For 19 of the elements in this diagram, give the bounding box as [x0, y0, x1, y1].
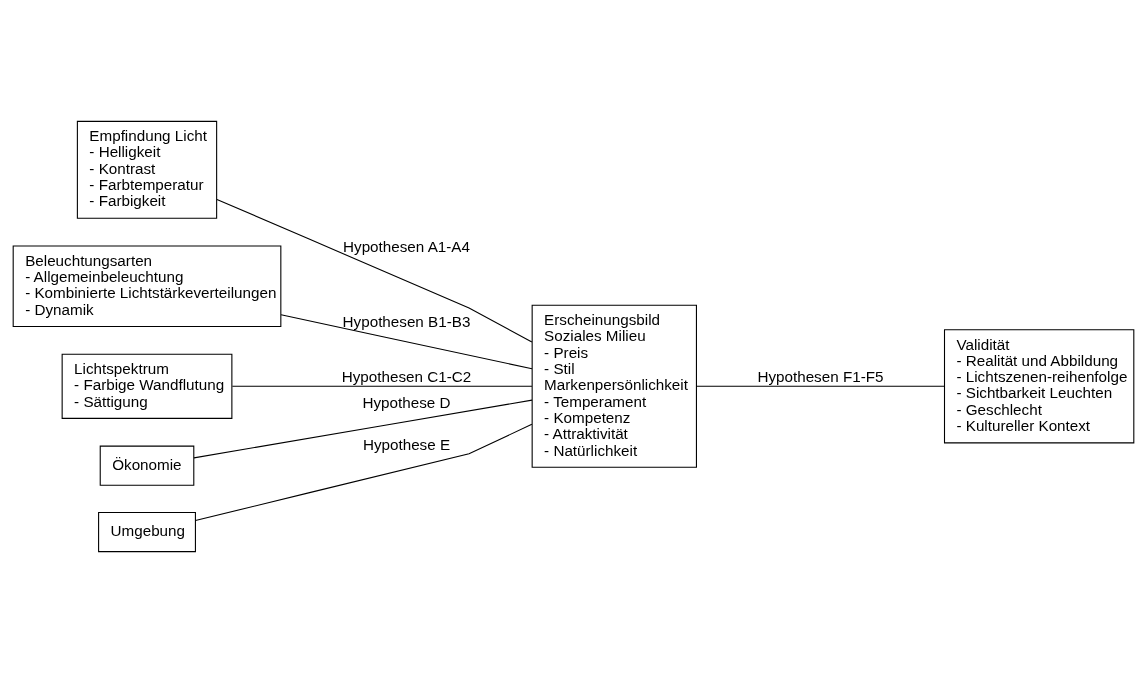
node-box: Erscheinungsbild Soziales Milieu - Preis - Stil Markenpersönlichkeit - Temperament - Kompetenz - Attraktivität - Natürlichkeit: [531, 304, 697, 468]
edge-label: Hypothese D: [362, 394, 451, 412]
node-box: Umgebung: [98, 511, 196, 553]
edge-label: Hypothesen B1-B3: [342, 312, 471, 330]
connector: [194, 423, 533, 522]
connector: [280, 314, 533, 370]
node-box: Empfindung Licht - Helligkeit - Kontrast - Farbtemperatur - Farbigkeit: [76, 120, 218, 219]
node-box: Beleuchtungsarten - Allgemeinbeleuchtung - Kombinierte Lichtstärkeverteilungen - Dynamik: [12, 245, 282, 327]
edge-label: Hypothesen F1-F5: [757, 368, 884, 386]
edge-label: Hypothesen C1-C2: [341, 368, 472, 386]
node-box: Validität - Realität und Abbildung - Lichtszenen-reihenfolge - Sichtbarkeit Leuchten - Geschlecht - Kultureller Kontext: [943, 329, 1135, 444]
connector: [193, 399, 533, 459]
connector: [231, 385, 533, 387]
edge-label: Hypothesen A1-A4: [343, 237, 470, 255]
edge-label: Hypothese E: [362, 435, 451, 453]
node-box: Lichtspektrum - Farbige Wandflutung - Sättigung: [61, 353, 233, 419]
connector: [696, 385, 945, 387]
connector: [216, 198, 533, 343]
node-box: Ökonomie: [99, 445, 195, 486]
